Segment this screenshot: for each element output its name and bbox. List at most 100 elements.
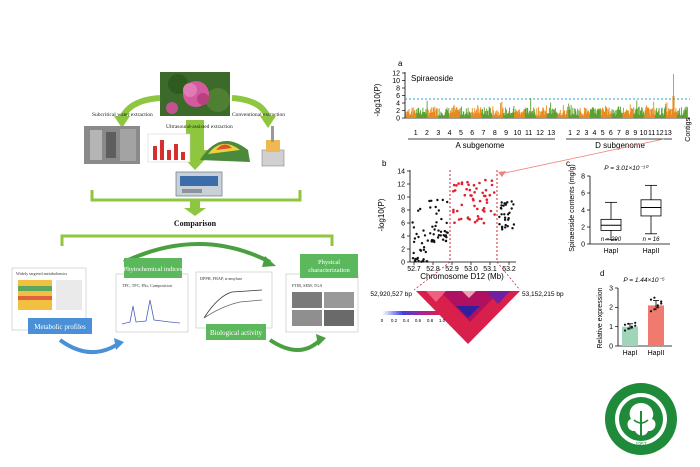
panel-d-letter: d: [600, 269, 604, 278]
locus-point: [511, 227, 514, 230]
metabolic-profiles-box: Widely targeted metabolomics Metabolic p…: [11, 267, 92, 334]
panel-b-ytick: 10: [397, 194, 405, 201]
contigs-label: Contigs: [685, 118, 692, 142]
locus-point-significant: [457, 218, 461, 221]
locus-point-significant: [457, 182, 460, 185]
locus-point: [432, 233, 435, 236]
expression-point: [623, 329, 627, 332]
locus-point-significant: [471, 197, 475, 201]
panel-c-xtick: HapII: [643, 248, 660, 255]
locus-point: [510, 200, 513, 203]
locus-point: [504, 223, 507, 227]
panel-d-ylabel: Relative expression: [597, 287, 604, 348]
a-chrom-label: 9: [504, 130, 508, 137]
expression-point: [630, 326, 633, 329]
locus-point: [446, 231, 449, 234]
locus-point: [506, 225, 509, 228]
panel-a-ytick: 6: [396, 93, 400, 100]
panel-b-ytick: 8: [401, 207, 405, 214]
locus-point: [426, 239, 429, 242]
panel-b-xtick: 52.8: [426, 266, 440, 273]
locus-point: [414, 259, 417, 263]
locus-point: [430, 199, 433, 202]
locus-point-significant: [490, 183, 494, 187]
panel-b-xtick: 52.7: [407, 266, 421, 273]
locus-point: [422, 246, 426, 249]
panel-a-ytick: 10: [392, 78, 400, 85]
locus-point: [500, 226, 504, 229]
ld-heatmap: [416, 291, 520, 344]
d-chrom-label: 1: [568, 130, 572, 137]
panel-c-boxplot: c P = 3.01×10⁻¹⁰ Spiraeoside contents (m…: [566, 159, 670, 255]
workflow-diagram: Subcritical water extraction Ultrasound-…: [11, 72, 359, 355]
conventional-apparatus: [261, 126, 285, 167]
locus-point: [444, 239, 447, 243]
a-chrom-label: 12: [536, 130, 544, 137]
zoom-connector: [499, 138, 665, 175]
svg-text:characterization: characterization: [308, 267, 350, 274]
d-chrom-label: 9: [633, 130, 637, 137]
expression-point: [627, 327, 630, 330]
locus-point-significant: [492, 191, 496, 194]
a-chrom-label: 7: [482, 130, 486, 137]
panel-a-ytick: 4: [396, 100, 400, 107]
locus-point: [423, 234, 427, 237]
ld-scale-tick: 0.8: [427, 318, 434, 323]
locus-point: [417, 209, 420, 212]
locus-point: [504, 226, 507, 229]
panel-a-ytick: 0: [396, 115, 400, 122]
d-chrom-label: 8: [625, 130, 629, 137]
locus-point-significant: [452, 210, 455, 214]
expression-point: [656, 306, 659, 309]
locus-point: [432, 239, 436, 243]
expression-point: [660, 300, 663, 303]
panel-b-xtick: 53.1: [483, 266, 497, 273]
ld-scale-tick: 1.0: [439, 318, 446, 323]
locus-point: [512, 203, 515, 206]
expression-point: [656, 304, 659, 307]
locus-point-significant: [482, 221, 486, 225]
locus-point-significant: [482, 206, 486, 210]
locus-point: [502, 204, 505, 207]
a-chrom-label: 2: [425, 130, 429, 137]
locus-point: [429, 206, 432, 209]
locus-point-significant: [476, 207, 479, 211]
panel-c-ytick: 8: [581, 173, 585, 180]
locus-point: [445, 221, 448, 225]
svg-text:Physical: Physical: [318, 259, 340, 266]
locus-point: [503, 218, 507, 221]
locus-point: [412, 226, 416, 229]
locus-point-significant: [485, 198, 489, 201]
locus-point-significant: [481, 191, 485, 195]
ld-scale-tick: 0.4: [403, 318, 410, 323]
locus-point-significant: [484, 188, 488, 192]
svg-text:DPPH, FRAP, α-amylase: DPPH, FRAP, α-amylase: [200, 276, 242, 282]
left-curve-arrow: [119, 95, 161, 120]
locus-point-significant: [452, 190, 455, 193]
flower-photo: [160, 72, 230, 116]
d-chrom-label: 6: [609, 130, 613, 137]
locus-point: [503, 213, 506, 216]
expression-point: [634, 324, 637, 327]
conventional-label: Conventional extraction: [232, 112, 285, 118]
ld-scale-tick: 0.2: [391, 318, 398, 323]
panel-b-ytick: 4: [401, 233, 405, 240]
panel-c-xtick: HapI: [604, 248, 619, 255]
expression-point: [623, 323, 627, 326]
locus-point: [424, 250, 427, 254]
a-chrom-label: 3: [436, 130, 440, 137]
locus-point-significant: [460, 182, 464, 186]
locus-point-significant: [468, 218, 472, 221]
locus-point-significant: [469, 194, 472, 197]
locus-point-significant: [468, 188, 472, 192]
biological-box: DPPH, FRAP, α-amylase Biological activit…: [195, 271, 273, 340]
ultrasonic-bath: [175, 171, 223, 197]
d-chrom-label: 10: [640, 130, 648, 137]
locus-point: [443, 229, 446, 233]
d-subgenome-label: D subgenome: [595, 141, 645, 150]
locus-point-significant: [473, 220, 477, 224]
expression-point: [660, 302, 663, 305]
locus-point-significant: [480, 217, 483, 221]
right-bp-label: 53,152,215 bp: [522, 291, 564, 298]
